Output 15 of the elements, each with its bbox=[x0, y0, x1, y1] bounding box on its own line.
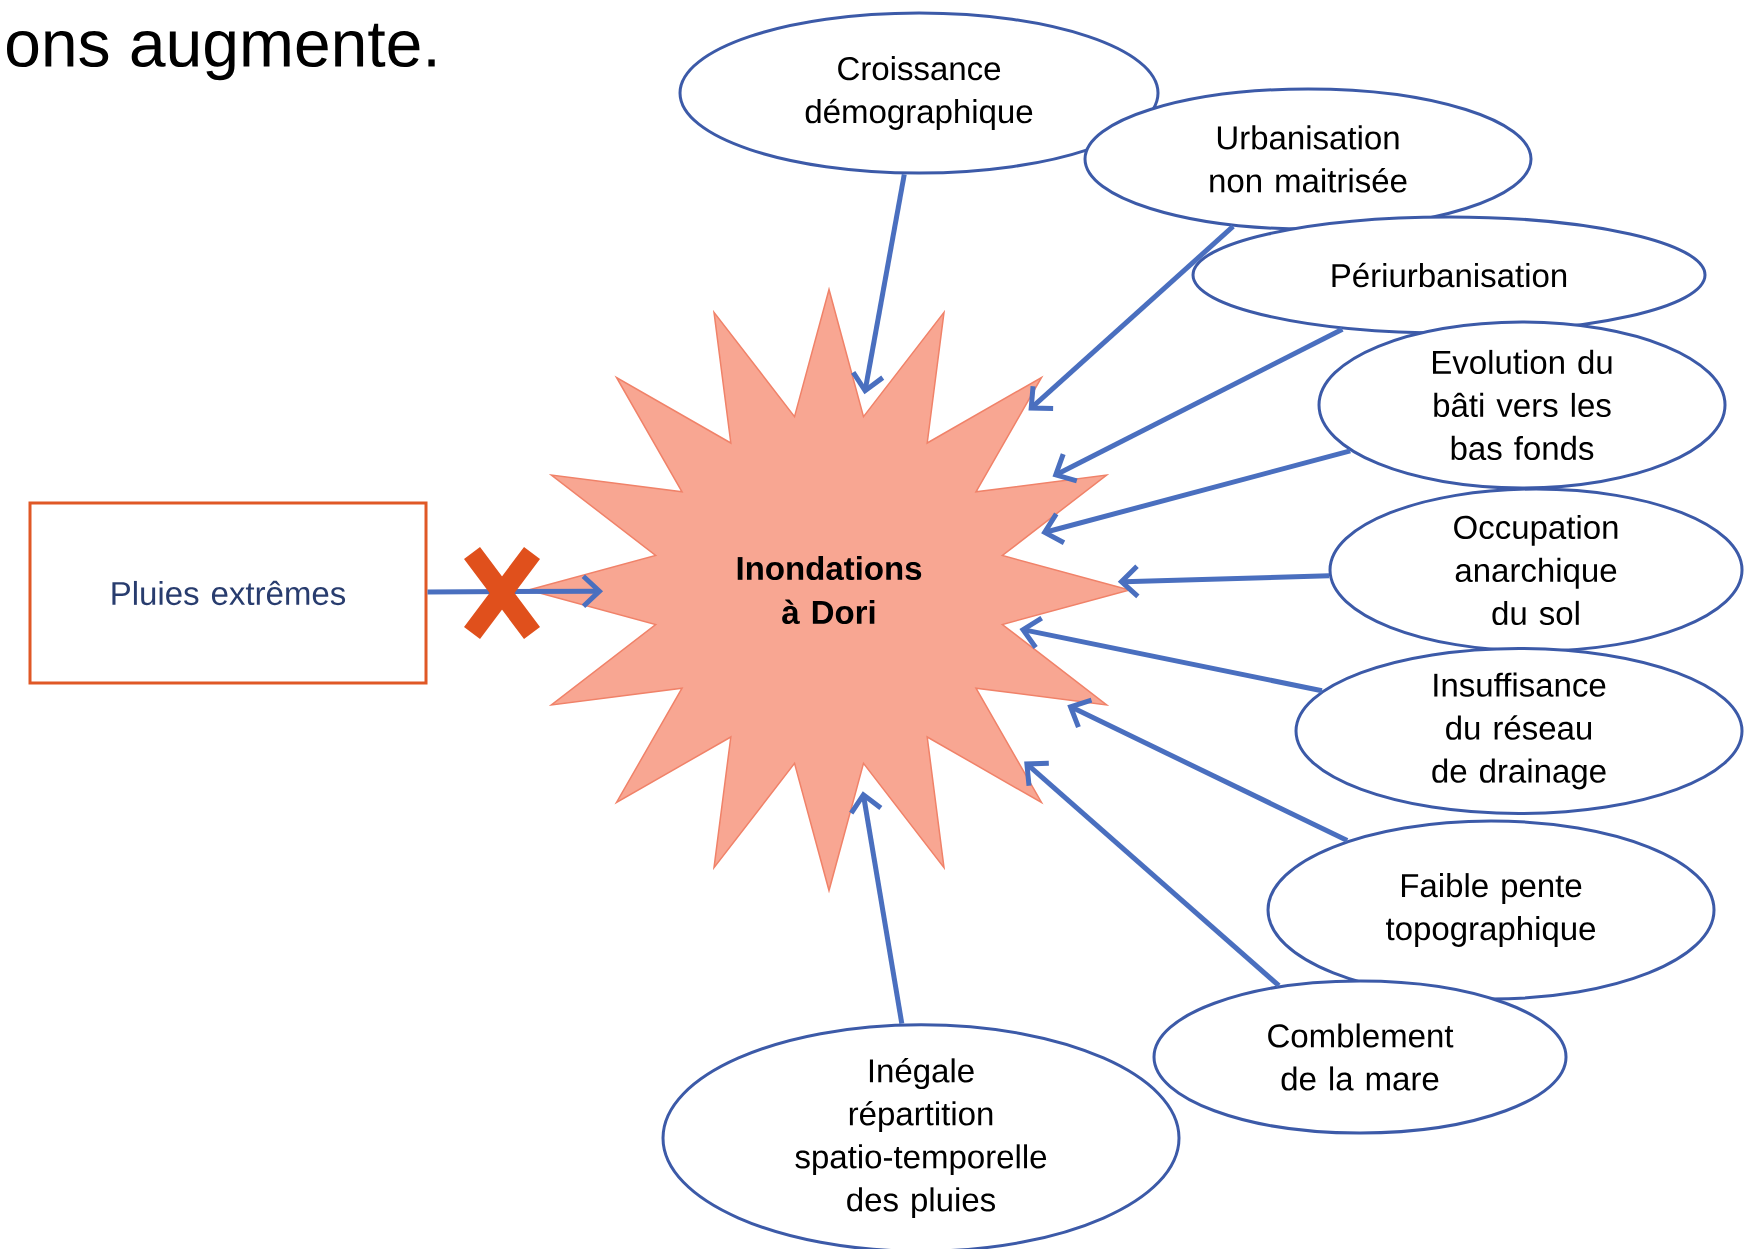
arrow bbox=[1117, 564, 1330, 599]
arrow bbox=[1041, 448, 1351, 545]
arrow bbox=[1019, 616, 1323, 694]
arrow bbox=[427, 574, 604, 609]
arrow bbox=[1024, 760, 1281, 988]
arrow bbox=[1028, 224, 1235, 411]
node-label: Evolution du bâti vers les bas fonds bbox=[1433, 349, 1612, 461]
heading-text: ons augmente. bbox=[7, 23, 435, 81]
arrow bbox=[1067, 697, 1349, 843]
node-label: Insuffisance du réseau de drainage bbox=[1432, 672, 1606, 790]
arrow bbox=[851, 173, 907, 395]
process-box: Pluies extrêmes bbox=[28, 501, 428, 685]
arrow bbox=[849, 791, 905, 1024]
arrow bbox=[1052, 326, 1344, 484]
node-label: Périurbanisation bbox=[1332, 262, 1567, 288]
